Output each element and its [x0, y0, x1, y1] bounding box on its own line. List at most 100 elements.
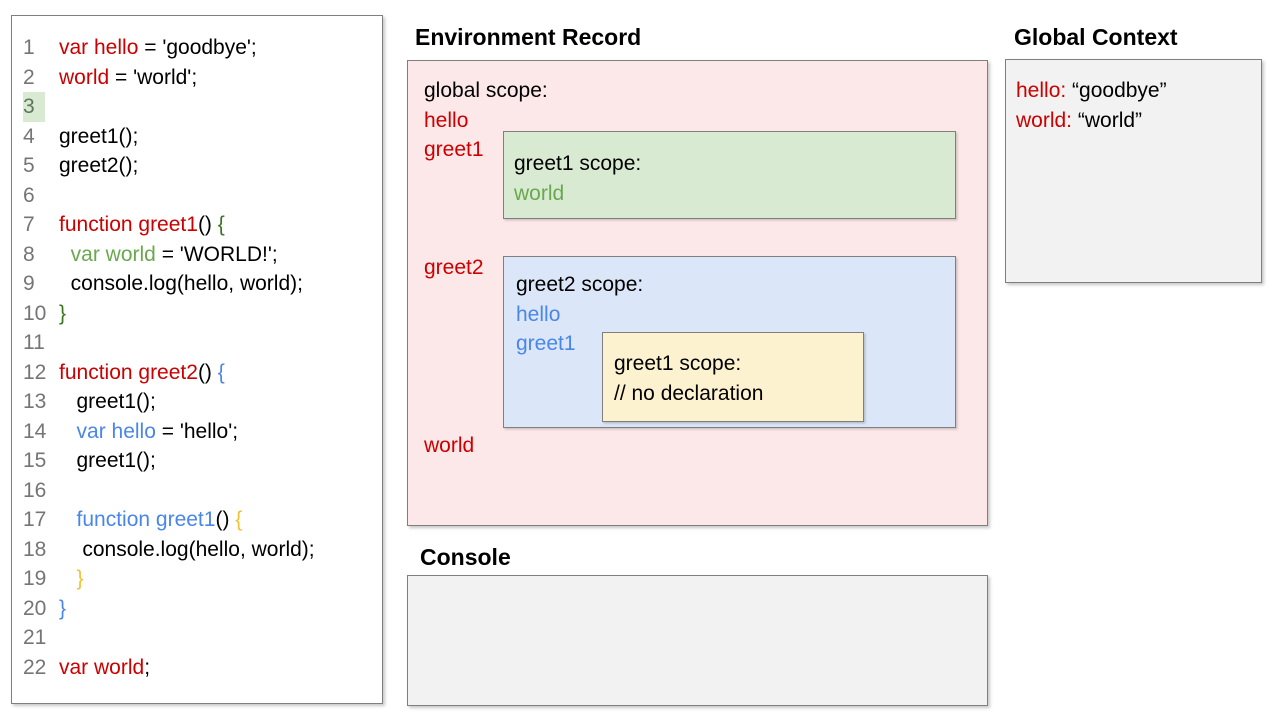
- greet2-scope-box: greet2 scope: hello greet1 greet1 scope:…: [503, 256, 956, 428]
- line-number: 18: [23, 537, 47, 561]
- global-context-world-value: “world”: [1072, 108, 1143, 132]
- greet1-inner-scope-label: greet1 scope:: [614, 352, 742, 375]
- code-text: var hello = 'goodbye';: [59, 33, 257, 63]
- code-token: (): [215, 508, 236, 531]
- line-number: 21: [23, 626, 47, 649]
- code-token: {: [217, 360, 225, 384]
- line-number: 8: [23, 242, 35, 266]
- line-number: 15: [23, 449, 47, 472]
- code-token: console.log(hello, world);: [59, 272, 303, 295]
- code-token: {: [217, 213, 225, 236]
- line-number: 19: [23, 567, 47, 590]
- greet1-scope-box: greet1 scope: world: [503, 131, 956, 219]
- code-text: var world;: [59, 653, 150, 683]
- code-line: 16: [12, 476, 382, 506]
- line-number: 20: [23, 596, 47, 620]
- greet1-var-world: world: [514, 181, 565, 205]
- console-title: Console: [420, 544, 511, 570]
- global-var-hello: hello: [424, 108, 469, 132]
- line-number: 1: [23, 36, 35, 59]
- code-token: var world: [59, 655, 145, 679]
- code-token: [59, 508, 77, 531]
- line-number: 13: [23, 390, 47, 413]
- code-token: ;: [144, 655, 151, 679]
- line-number: 10: [23, 301, 47, 325]
- code-token: [59, 420, 77, 443]
- greet1-scope-label: greet1 scope:: [514, 152, 642, 175]
- line-number: 4: [23, 124, 35, 148]
- code-text: greet1();: [59, 387, 156, 417]
- code-token: greet1();: [59, 390, 156, 413]
- code-text: greet1();: [59, 446, 156, 476]
- code-token: greet1();: [59, 449, 156, 472]
- global-context-entry-world: world: “world”: [1016, 106, 1261, 136]
- code-line: 3: [12, 92, 382, 122]
- global-context-hello-value: “goodbye”: [1066, 79, 1167, 102]
- code-token: world: [59, 65, 110, 89]
- code-line: 10}: [12, 299, 382, 329]
- code-token: (): [197, 213, 218, 236]
- code-token: (): [197, 360, 218, 384]
- code-token: = 'WORLD!';: [155, 242, 278, 266]
- code-line: 6: [12, 181, 382, 211]
- code-text: greet2();: [59, 151, 138, 181]
- line-number: 12: [23, 360, 47, 384]
- code-token: function greet2: [59, 360, 198, 384]
- global-context-world-name: world:: [1016, 108, 1073, 132]
- code-text: function greet1() {: [59, 210, 225, 240]
- code-token: }: [76, 567, 84, 590]
- code-line: 14 var hello = 'hello';: [12, 417, 382, 447]
- global-var-greet1: greet1: [424, 138, 484, 161]
- code-token: function greet1: [59, 213, 198, 236]
- code-line: 17 function greet1() {: [12, 505, 382, 535]
- code-line: 2 world = 'world';: [12, 63, 382, 93]
- code-token: = 'hello';: [155, 419, 239, 443]
- code-line: 4 greet1();: [12, 122, 382, 152]
- global-context-entry-hello: hello: “goodbye”: [1016, 76, 1261, 106]
- code-token: [59, 243, 71, 266]
- code-panel: 1 var hello = 'goodbye'; 2 world = 'world';…: [11, 15, 383, 704]
- global-context-box: hello: “goodbye” world: “world”: [1005, 59, 1262, 283]
- global-var-world: world: [424, 434, 475, 457]
- code-text: world = 'world';: [59, 63, 197, 93]
- line-number: 11: [23, 331, 45, 354]
- line-number: 5: [23, 154, 35, 177]
- code-text: greet1();: [59, 122, 138, 152]
- code-line: 7 function greet1() {: [12, 210, 382, 240]
- code-lines: 1 var hello = 'goodbye'; 2 world = 'world';…: [12, 33, 382, 682]
- code-token: var world: [70, 242, 156, 266]
- code-token: greet2();: [59, 154, 139, 177]
- greet2-scope-label: greet2 scope:: [516, 273, 644, 296]
- code-text: console.log(hello, world);: [59, 269, 303, 299]
- code-line: 1 var hello = 'goodbye';: [12, 33, 382, 63]
- code-line: 15 greet1();: [12, 446, 382, 476]
- code-text: console.log(hello, world);: [59, 535, 314, 565]
- code-text: var world = 'WORLD!';: [59, 240, 278, 270]
- code-token: = 'goodbye';: [138, 36, 257, 59]
- code-line: 9 console.log(hello, world);: [12, 269, 382, 299]
- code-token: var hello: [59, 36, 139, 59]
- line-number: 9: [23, 272, 35, 295]
- line-number: 3: [23, 92, 45, 122]
- global-var-greet2: greet2: [424, 256, 484, 279]
- code-line: 5 greet2();: [12, 151, 382, 181]
- console-output-box: [407, 575, 988, 706]
- line-number: 2: [23, 65, 35, 89]
- code-text: }: [59, 299, 66, 329]
- code-token: var hello: [76, 419, 156, 443]
- line-number: 14: [23, 419, 47, 443]
- code-text: }: [59, 594, 66, 624]
- greet1-inner-scope-box: greet1 scope: // no declaration: [602, 332, 864, 422]
- code-line: 21: [12, 623, 382, 653]
- environment-record-title: Environment Record: [415, 24, 642, 50]
- code-token: function greet1: [76, 508, 216, 531]
- global-context-title: Global Context: [1014, 24, 1178, 50]
- line-number: 17: [23, 508, 47, 531]
- environment-record-box: global scope: hello greet1 greet1 scope:…: [407, 60, 988, 526]
- code-text: function greet2() {: [59, 358, 225, 388]
- code-line: 13 greet1();: [12, 387, 382, 417]
- code-token: }: [59, 596, 67, 620]
- code-text: function greet1() {: [59, 505, 243, 535]
- line-number: 7: [23, 213, 35, 236]
